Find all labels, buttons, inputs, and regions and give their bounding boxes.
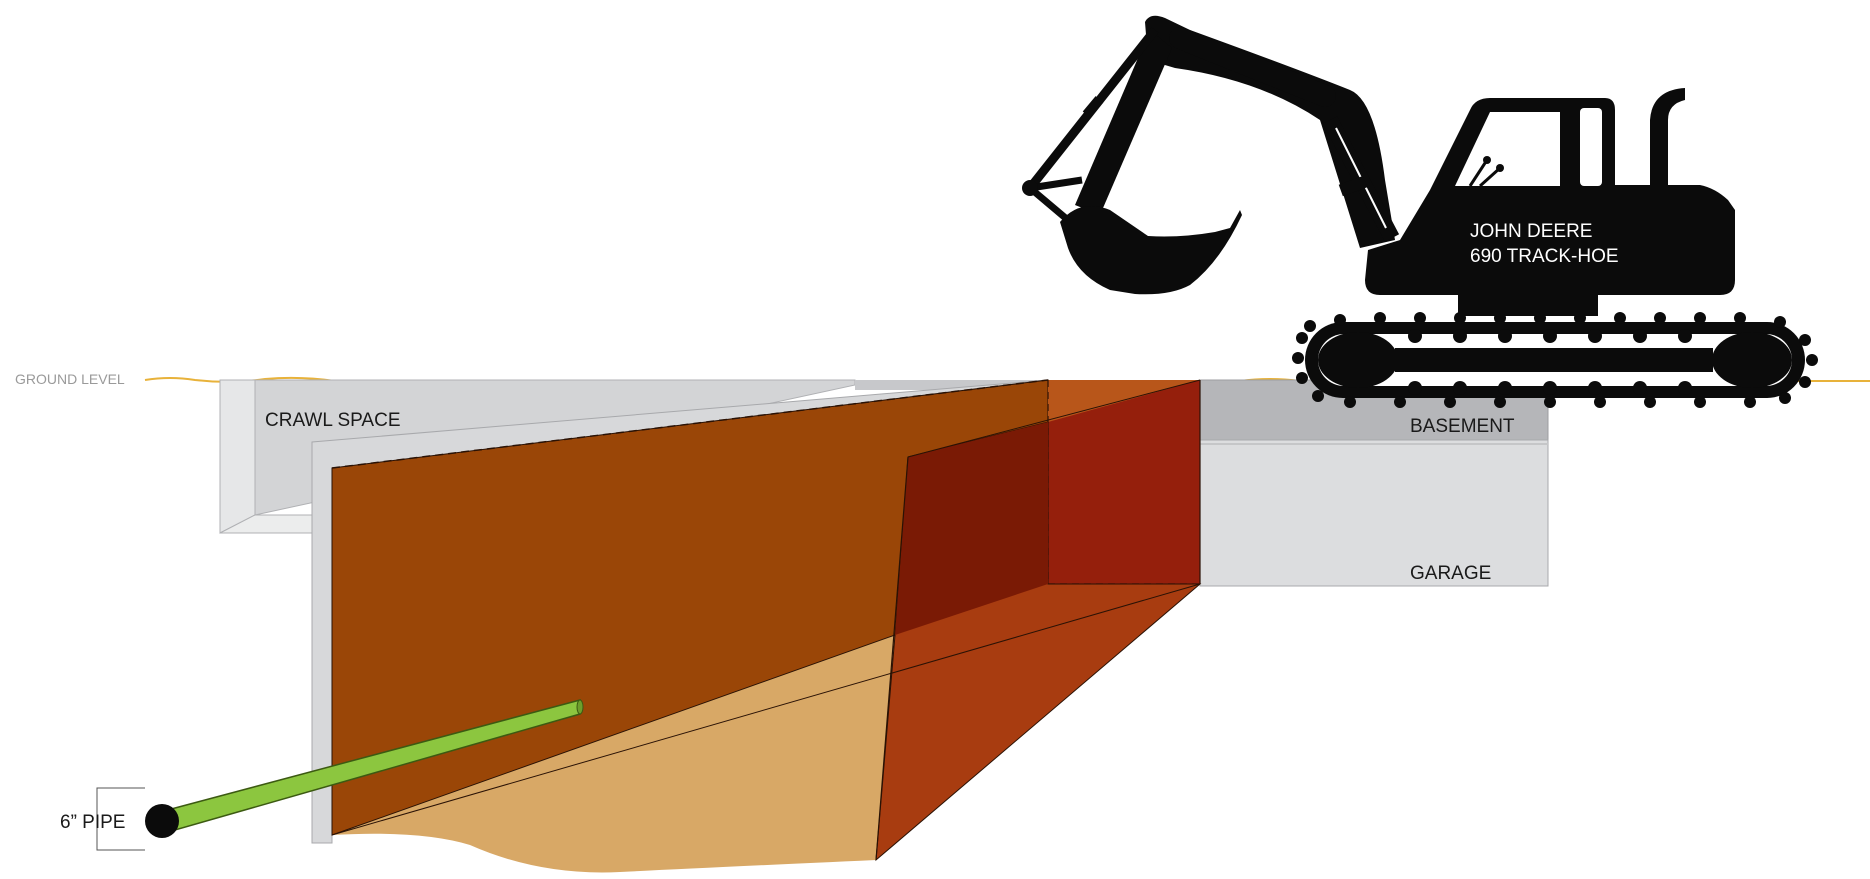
excavator-icon: JOHN DEERE 690 TRACK-HOE <box>1022 15 1818 408</box>
trench <box>331 379 1202 873</box>
excavator-label-line2: 690 TRACK-HOE <box>1470 246 1619 267</box>
garage-label: GARAGE <box>1410 563 1491 584</box>
trench-end-window <box>1048 380 1200 584</box>
pipe-label: 6” PIPE <box>60 812 125 833</box>
basement-label: BASEMENT <box>1410 416 1515 437</box>
ground-level-label: GROUND LEVEL <box>15 371 125 387</box>
crawl-space-label: CRAWL SPACE <box>265 410 401 431</box>
pipe-icon: 6” PIPE <box>60 699 584 851</box>
excavator-label-line1: JOHN DEERE <box>1470 221 1592 242</box>
basement-garage: BASEMENT GARAGE <box>1199 379 1549 587</box>
ground-level-line <box>144 376 1870 383</box>
